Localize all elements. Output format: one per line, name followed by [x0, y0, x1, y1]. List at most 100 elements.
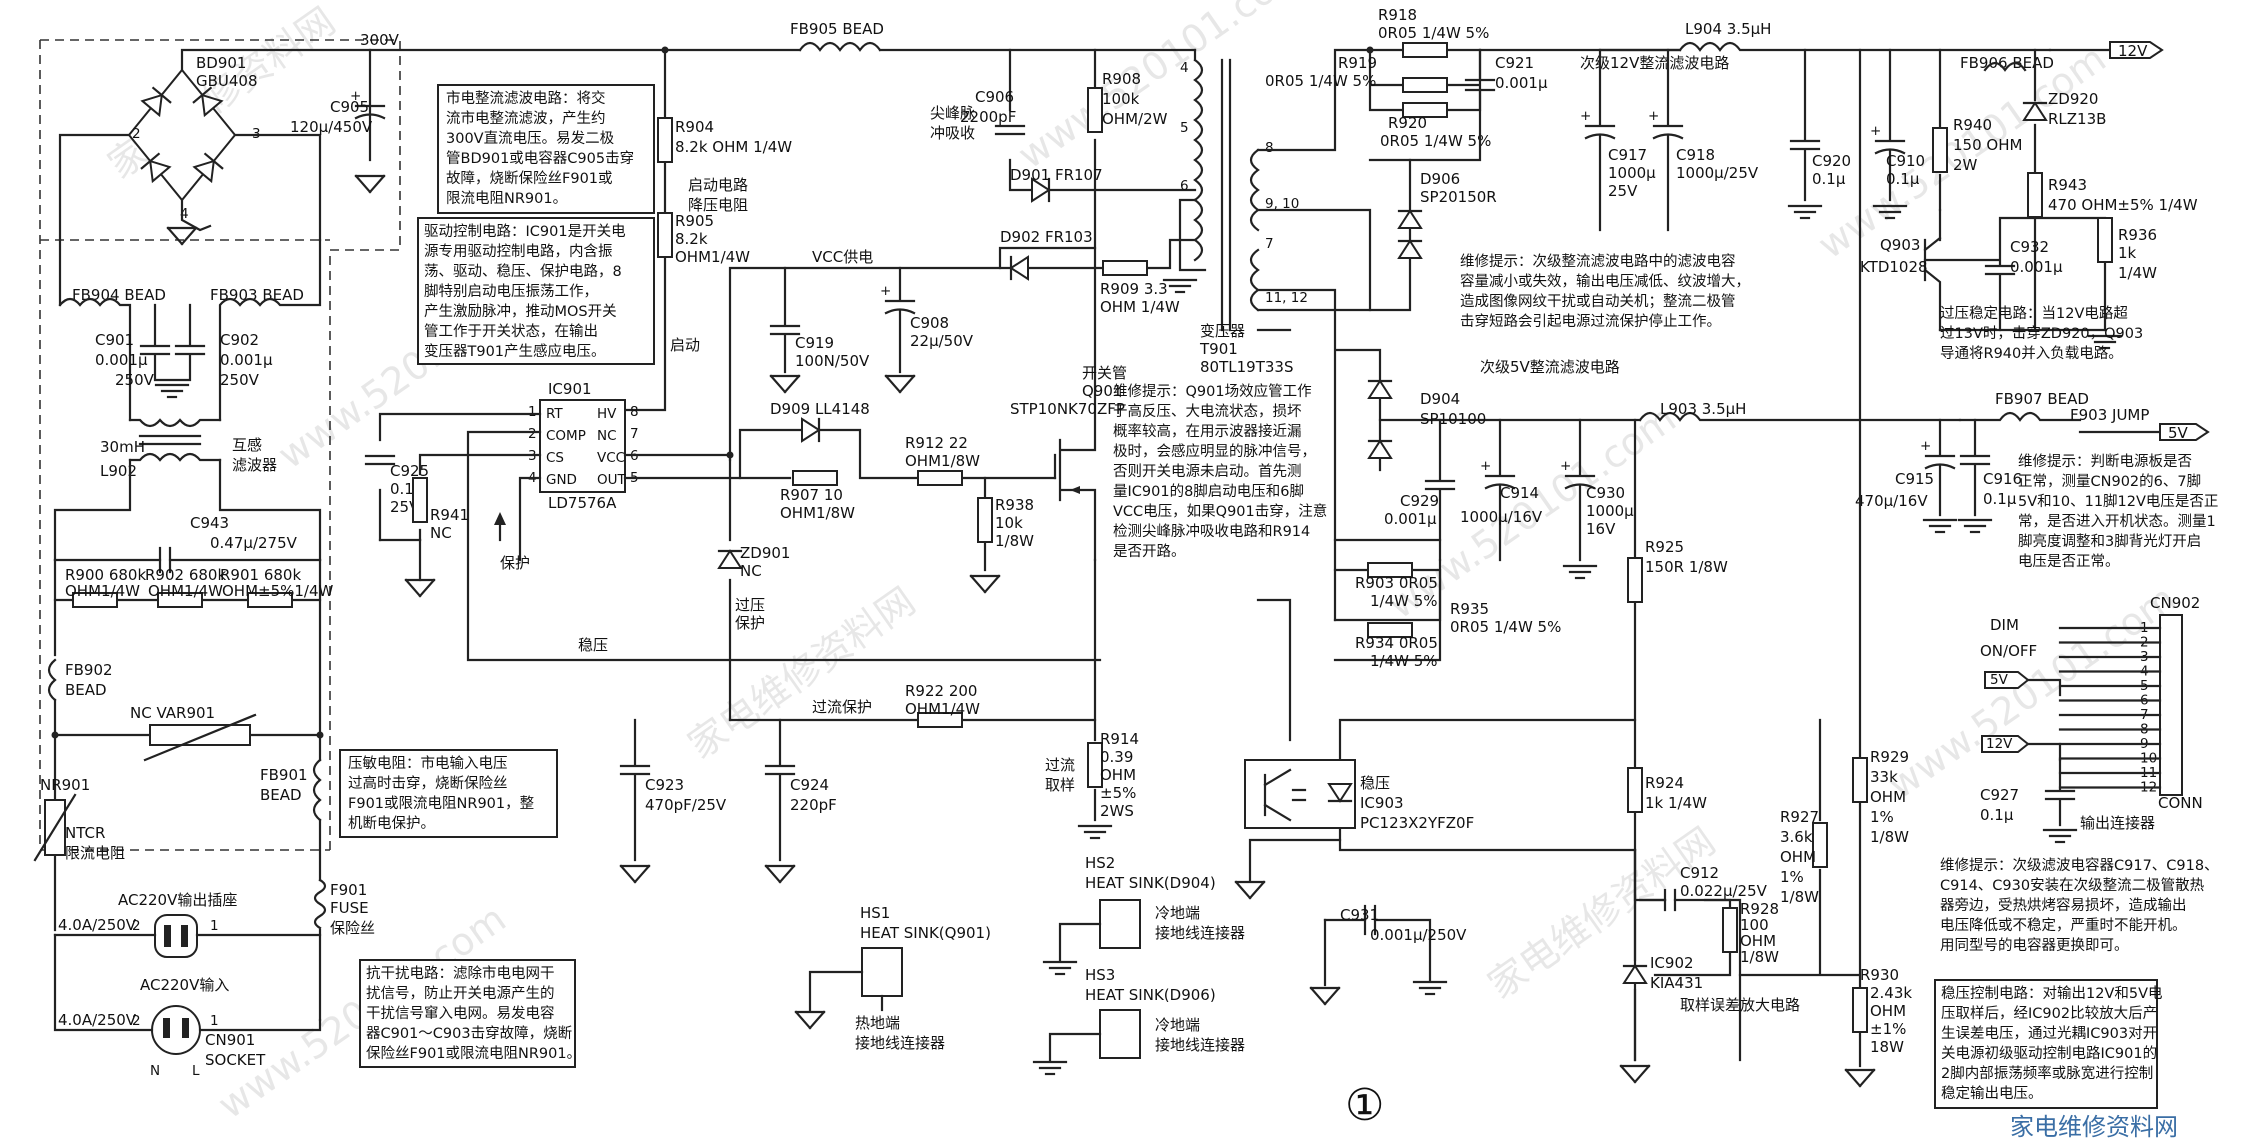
- svg-text:变压器: 变压器: [1200, 322, 1245, 340]
- note-filter12: 维修提示：次级整流滤波电路中的滤波电容 容量减小或失效，输出电压减低、纹波增大，…: [1460, 253, 1750, 330]
- svg-text:R924: R924: [1645, 774, 1684, 792]
- svg-text:1%: 1%: [1870, 808, 1894, 826]
- svg-text:器C901～C903击穿故障，烧断: 器C901～C903击穿故障，烧断: [366, 1024, 572, 1042]
- svg-text:8.2k: 8.2k: [675, 230, 708, 248]
- corner-watermark: 家电维修资料网: [2010, 1113, 2178, 1141]
- svg-text:C923: C923: [645, 776, 684, 794]
- svg-text:C905: C905: [330, 98, 369, 116]
- svg-text:C919: C919: [795, 334, 834, 352]
- svg-text:C914: C914: [1500, 484, 1539, 502]
- svg-text:0.1μ: 0.1μ: [1983, 490, 2017, 508]
- note-ovp: 过压稳定电路：当12V电路超 过13V时，击穿ZD920，Q903 导通将R94…: [1940, 305, 2143, 362]
- svg-text:2: 2: [528, 426, 537, 442]
- svg-text:GND: GND: [546, 472, 577, 488]
- svg-text:0.001μ: 0.001μ: [2010, 258, 2063, 276]
- v300-label: 300V: [360, 31, 400, 49]
- svg-text:R903 0R05: R903 0R05: [1355, 574, 1438, 592]
- svg-text:R936: R936: [2118, 226, 2157, 244]
- svg-text:C920: C920: [1812, 152, 1851, 170]
- svg-text:概率较高，在用示波器接近漏: 概率较高，在用示波器接近漏: [1113, 422, 1302, 440]
- svg-text:稳压控制电路：对输出12V和5V电: 稳压控制电路：对输出12V和5V电: [1941, 985, 2163, 1002]
- heatsink-hs2: HS2 HEAT SINK(D904) 冷地端 接地线连接器: [1042, 854, 1245, 976]
- svg-text:OHM: OHM: [1870, 1002, 1906, 1020]
- svg-text:C929: C929: [1400, 492, 1439, 510]
- svg-text:F901或限流电阻NR901，整: F901或限流电阻NR901，整: [348, 795, 534, 812]
- svg-text:120μ/450V: 120μ/450V: [290, 118, 373, 136]
- svg-text:R925: R925: [1645, 538, 1684, 556]
- svg-text:NC: NC: [430, 524, 452, 542]
- svg-text:OHM: OHM: [1740, 932, 1776, 950]
- svg-text:OHM/2W: OHM/2W: [1102, 110, 1168, 128]
- svg-text:脚特别启动电压振荡工作，: 脚特别启动电压振荡工作，: [424, 283, 598, 300]
- svg-text:过流保护: 过流保护: [812, 698, 872, 716]
- svg-text:R920: R920: [1388, 114, 1427, 132]
- svg-text:干扰信号窜入电网。易发电容: 干扰信号窜入电网。易发电容: [366, 1004, 555, 1022]
- svg-text:HEAT SINK(D906): HEAT SINK(D906): [1085, 986, 1216, 1004]
- svg-text:C916: C916: [1983, 470, 2022, 488]
- svg-text:4.0A/250V: 4.0A/250V: [58, 1011, 137, 1029]
- svg-text:2脚内部振荡频率或脉宽进行控制: 2脚内部振荡频率或脉宽进行控制: [1941, 1065, 2153, 1082]
- svg-text:L904 3.5μH: L904 3.5μH: [1685, 20, 1771, 38]
- figure-number: ①: [1345, 1080, 1384, 1131]
- svg-text:18W: 18W: [1870, 1038, 1904, 1056]
- heatsink-hs3: HS3 HEAT SINK(D906) 冷地端 接地线连接器: [1032, 966, 1245, 1076]
- svg-text:5V: 5V: [2168, 424, 2189, 442]
- svg-text:1000μ/25V: 1000μ/25V: [1676, 164, 1759, 182]
- svg-text:33k: 33k: [1870, 768, 1898, 786]
- svg-text:HEAT SINK(D904): HEAT SINK(D904): [1085, 874, 1216, 892]
- svg-text:C915: C915: [1895, 470, 1934, 488]
- svg-text:1/4W 5%: 1/4W 5%: [1370, 592, 1438, 610]
- svg-text:器旁边，受热烘烤容易损坏，造成输出: 器旁边，受热烘烤容易损坏，造成输出: [1940, 897, 2187, 914]
- watermark-1: 家电维修资料网: [100, 0, 343, 187]
- svg-text:NC VAR901: NC VAR901: [130, 704, 215, 722]
- svg-text:D901 FR107: D901 FR107: [1010, 166, 1103, 184]
- svg-text:BEAD: BEAD: [65, 681, 107, 699]
- svg-text:1: 1: [210, 918, 219, 934]
- note-rectifier: 市电整流滤波电路：将交 流市电整流滤波，产生约 300V直流电压。易发二极 管B…: [437, 84, 655, 214]
- svg-text:FB904 BEAD: FB904 BEAD: [72, 286, 166, 304]
- svg-text:是否开路。: 是否开路。: [1113, 543, 1186, 560]
- svg-text:N: N: [150, 1063, 160, 1079]
- svg-text:C917: C917: [1608, 146, 1647, 164]
- svg-text:R929: R929: [1870, 748, 1909, 766]
- svg-text:C906: C906: [975, 88, 1014, 106]
- svg-text:限流电阻NR901。: 限流电阻NR901。: [446, 190, 567, 207]
- svg-text:25V: 25V: [1608, 182, 1638, 200]
- svg-text:CS: CS: [546, 450, 564, 466]
- svg-text:5: 5: [1180, 120, 1189, 136]
- svg-text:D904: D904: [1420, 390, 1460, 408]
- svg-text:稳压: 稳压: [578, 636, 608, 654]
- svg-text:0.1μ: 0.1μ: [1980, 806, 2014, 824]
- svg-text:7: 7: [1265, 236, 1274, 252]
- bd901-part: GBU408: [196, 72, 258, 90]
- svg-text:生误差电压，通过光耦IC903对开: 生误差电压，通过光耦IC903对开: [1941, 1025, 2157, 1042]
- svg-text:稳压: 稳压: [1360, 774, 1390, 792]
- svg-text:机断电保护。: 机断电保护。: [348, 815, 435, 832]
- svg-text:OHM: OHM: [1780, 848, 1816, 866]
- svg-text:470pF/25V: 470pF/25V: [645, 796, 727, 814]
- svg-text:关电源初级驱动控制电路IC901的: 关电源初级驱动控制电路IC901的: [1941, 1045, 2157, 1062]
- svg-text:COMP: COMP: [546, 428, 586, 444]
- svg-text:8: 8: [1265, 140, 1274, 156]
- svg-text:1k 1/4W: 1k 1/4W: [1645, 794, 1707, 812]
- note-drive: 驱动控制电路：IC901是开关电 源专用驱动控制电路，内含振 荡、驱动、稳压、保…: [417, 217, 655, 365]
- svg-text:1/8W: 1/8W: [1870, 828, 1909, 846]
- svg-text:ON/OFF: ON/OFF: [1980, 642, 2037, 660]
- svg-text:150 OHM: 150 OHM: [1953, 136, 2022, 154]
- svg-text:R940: R940: [1953, 116, 1992, 134]
- svg-text:VCC电压，如果Q901击穿，注意: VCC电压，如果Q901击穿，注意: [1113, 502, 1327, 520]
- svg-text:维修提示：判断电源板是否: 维修提示：判断电源板是否: [2018, 452, 2192, 470]
- svg-text:否则开关电源未启动。首先测: 否则开关电源未启动。首先测: [1113, 463, 1302, 480]
- svg-text:用同型号的电容器更换即可。: 用同型号的电容器更换即可。: [1940, 937, 2129, 954]
- svg-text:CONN: CONN: [2158, 794, 2203, 812]
- svg-text:启动: 启动: [670, 336, 700, 354]
- svg-text:Q901: Q901: [1082, 382, 1122, 400]
- transformer-t901: 4 5 6 8 9, 10 7 11, 12 变压器 T901 80TL19T3…: [1180, 48, 1308, 376]
- svg-text:保险丝: 保险丝: [330, 919, 375, 937]
- svg-text:1000μ: 1000μ: [1608, 164, 1656, 182]
- svg-text:C901: C901: [95, 331, 134, 349]
- svg-text:1%: 1%: [1780, 868, 1804, 886]
- svg-text:OHM: OHM: [1870, 788, 1906, 806]
- svg-text:T901: T901: [1199, 340, 1238, 358]
